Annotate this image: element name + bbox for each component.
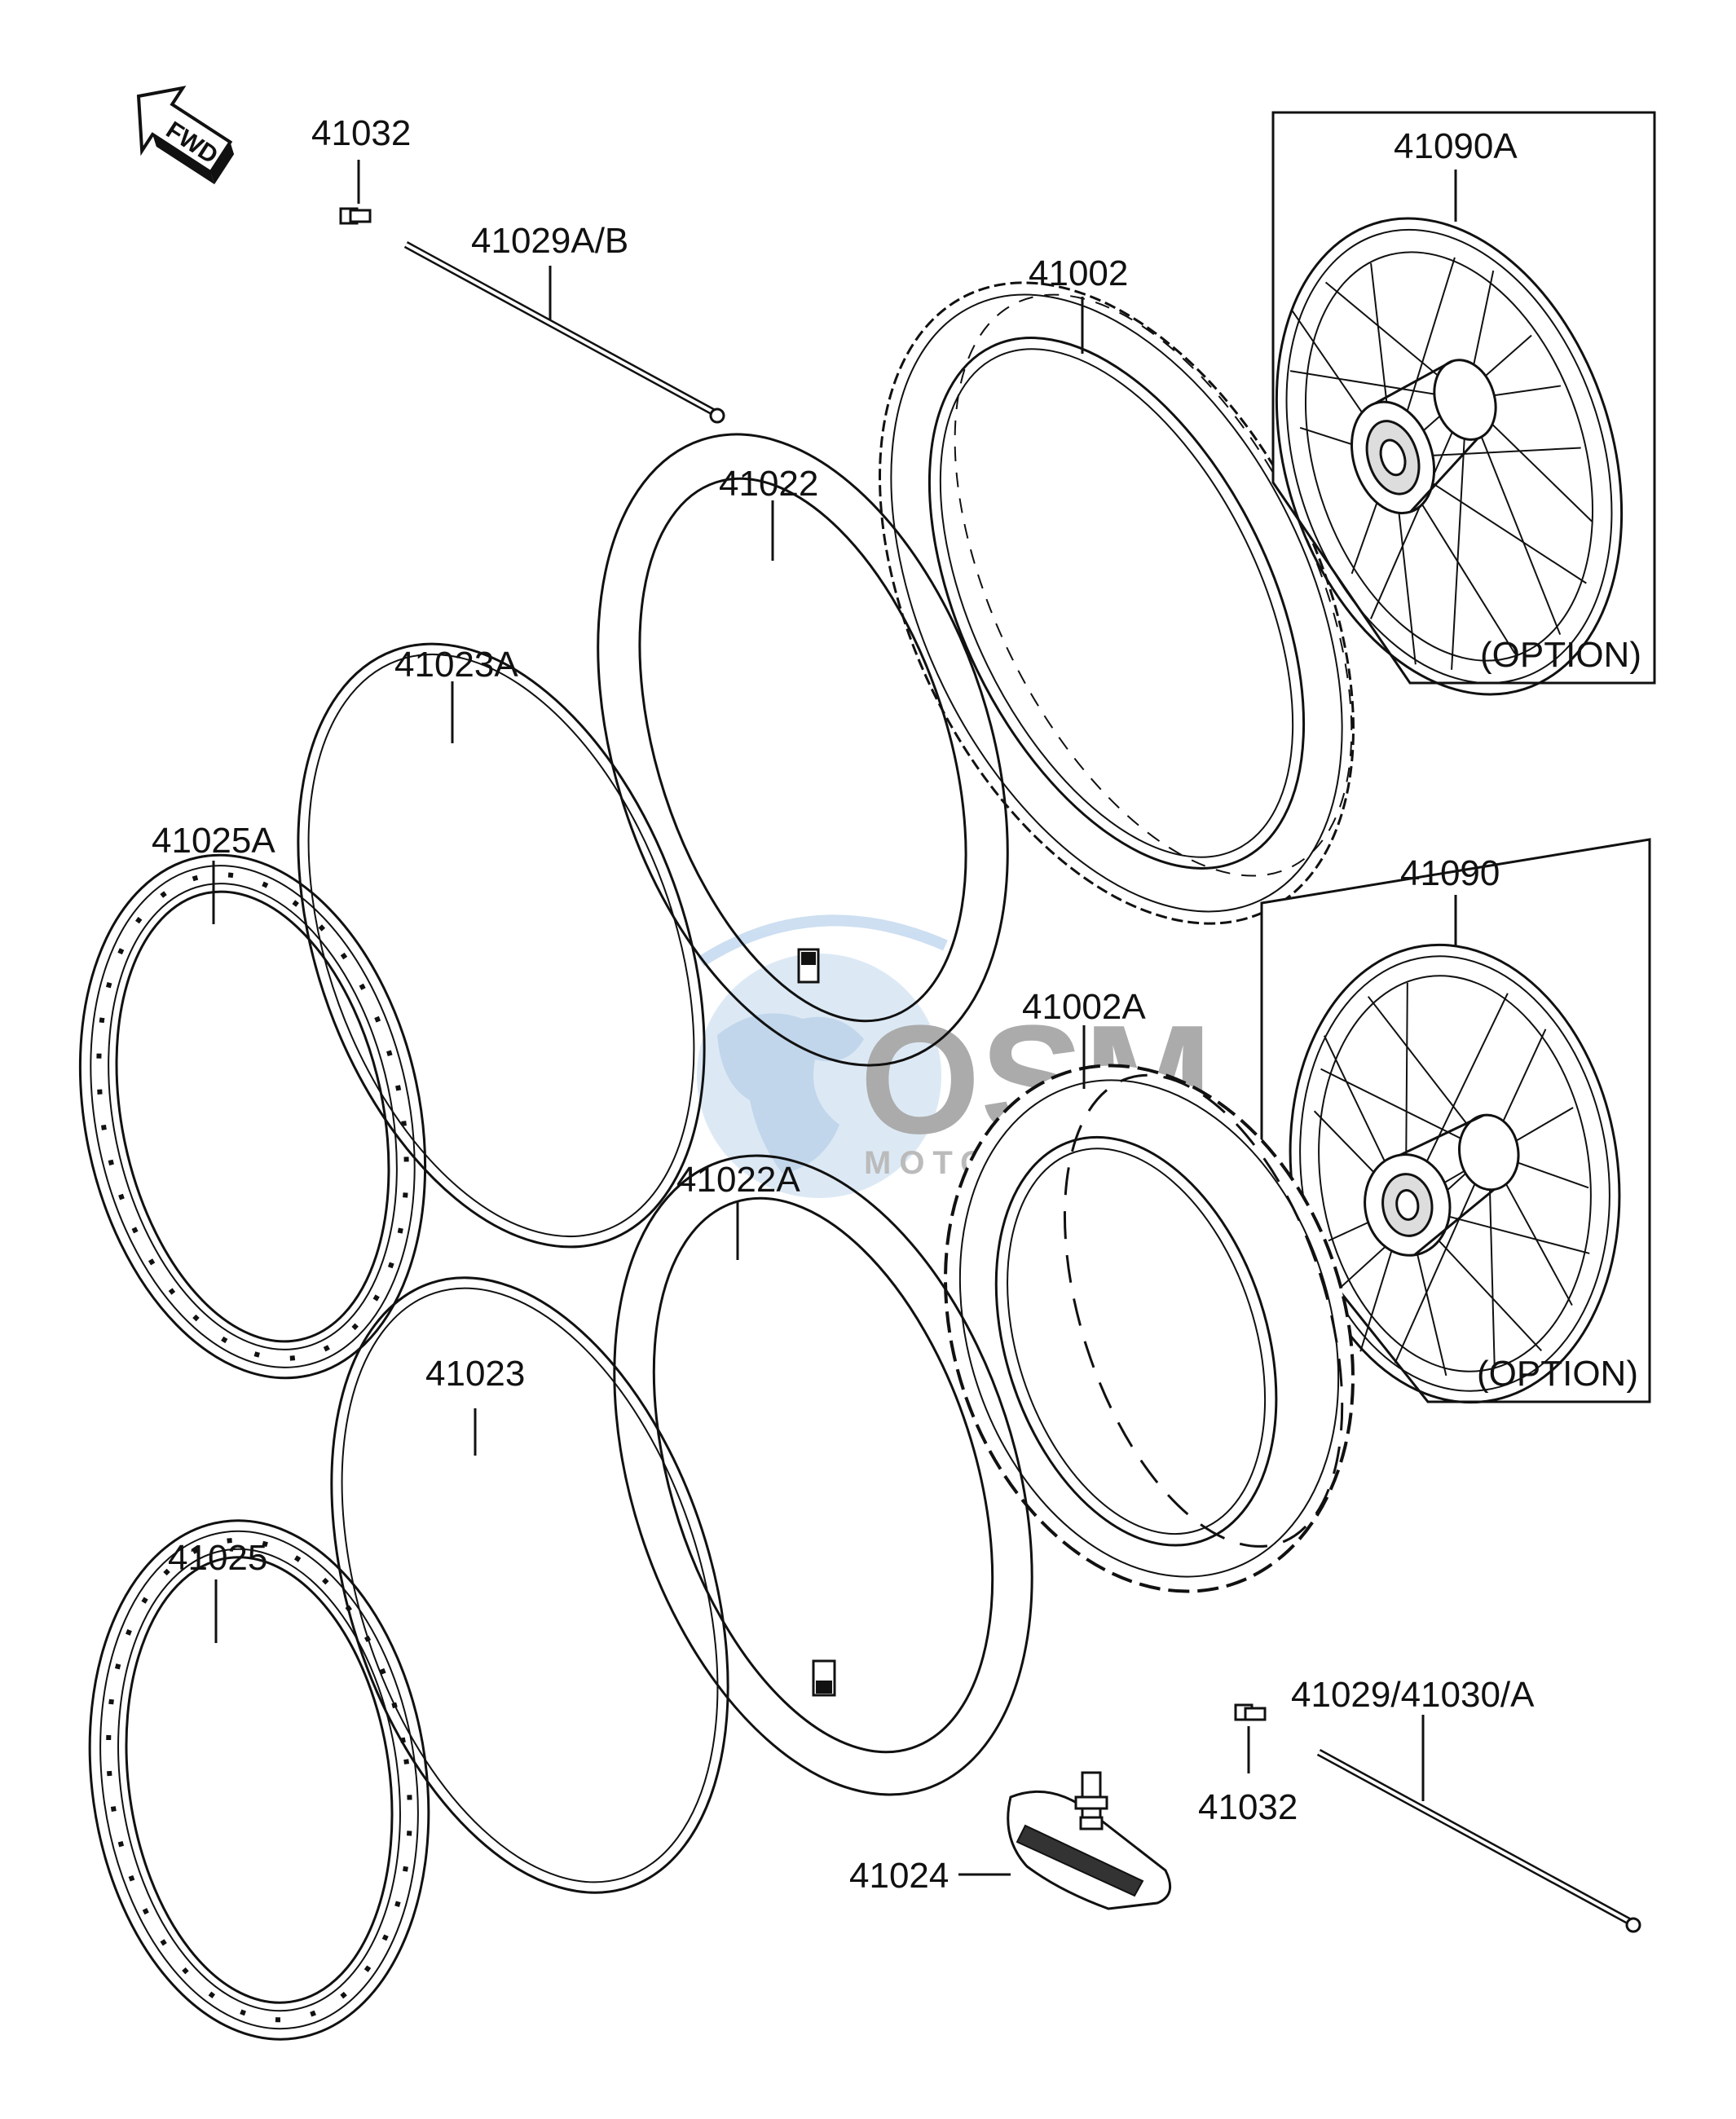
forward-arrow-icon: FWD xyxy=(136,86,235,185)
part-label-41025: 41025 xyxy=(168,1538,267,1578)
rim-band xyxy=(297,642,706,1249)
rim xyxy=(78,853,427,1380)
part-label-41022: 41022 xyxy=(719,464,818,504)
globe-icon xyxy=(697,954,941,1198)
part-label-41029-41030a: 41029/41030/A xyxy=(1291,1675,1535,1715)
part-label-41022a: 41022A xyxy=(676,1160,800,1200)
part-label-41090: 41090 xyxy=(1400,853,1500,893)
spoke-nipple-bottom xyxy=(1234,1703,1267,1721)
spoked-wheel-option-bottom xyxy=(1289,943,1621,1404)
spoke-bottom xyxy=(1316,1749,1641,1933)
option-label-top: (OPTION) xyxy=(1480,635,1641,675)
part-label-41002: 41002 xyxy=(1029,253,1128,293)
inner-tube xyxy=(597,433,1009,1067)
rim-lock xyxy=(1007,1771,1172,1910)
part-label-41025a: 41025A xyxy=(152,821,275,861)
inner-tube-rear xyxy=(613,1154,1033,1796)
spoke-top xyxy=(403,241,725,424)
tube-valve-icon xyxy=(797,948,820,984)
spoke-nipple-top xyxy=(339,207,372,225)
part-label-41032-top: 41032 xyxy=(311,113,411,153)
rim-rear xyxy=(88,1519,430,2041)
spoked-wheel-option-top xyxy=(1275,217,1624,696)
part-label-41002a: 41002A xyxy=(1022,987,1146,1027)
part-label-41023a: 41023A xyxy=(394,645,518,685)
tube-valve-rear-icon xyxy=(812,1659,836,1697)
osm-watermark-logo: OSM MOTORPARTS xyxy=(697,914,1213,1198)
part-label-41023: 41023 xyxy=(425,1354,525,1394)
part-label-41032-bottom: 41032 xyxy=(1198,1787,1298,1827)
option-label-bottom: (OPTION) xyxy=(1477,1354,1638,1394)
rear-tire xyxy=(944,1064,1355,1593)
part-label-41024: 41024 xyxy=(849,1856,949,1896)
part-label-41090a: 41090A xyxy=(1394,126,1518,166)
part-label-41029ab: 41029A/B xyxy=(471,221,628,261)
